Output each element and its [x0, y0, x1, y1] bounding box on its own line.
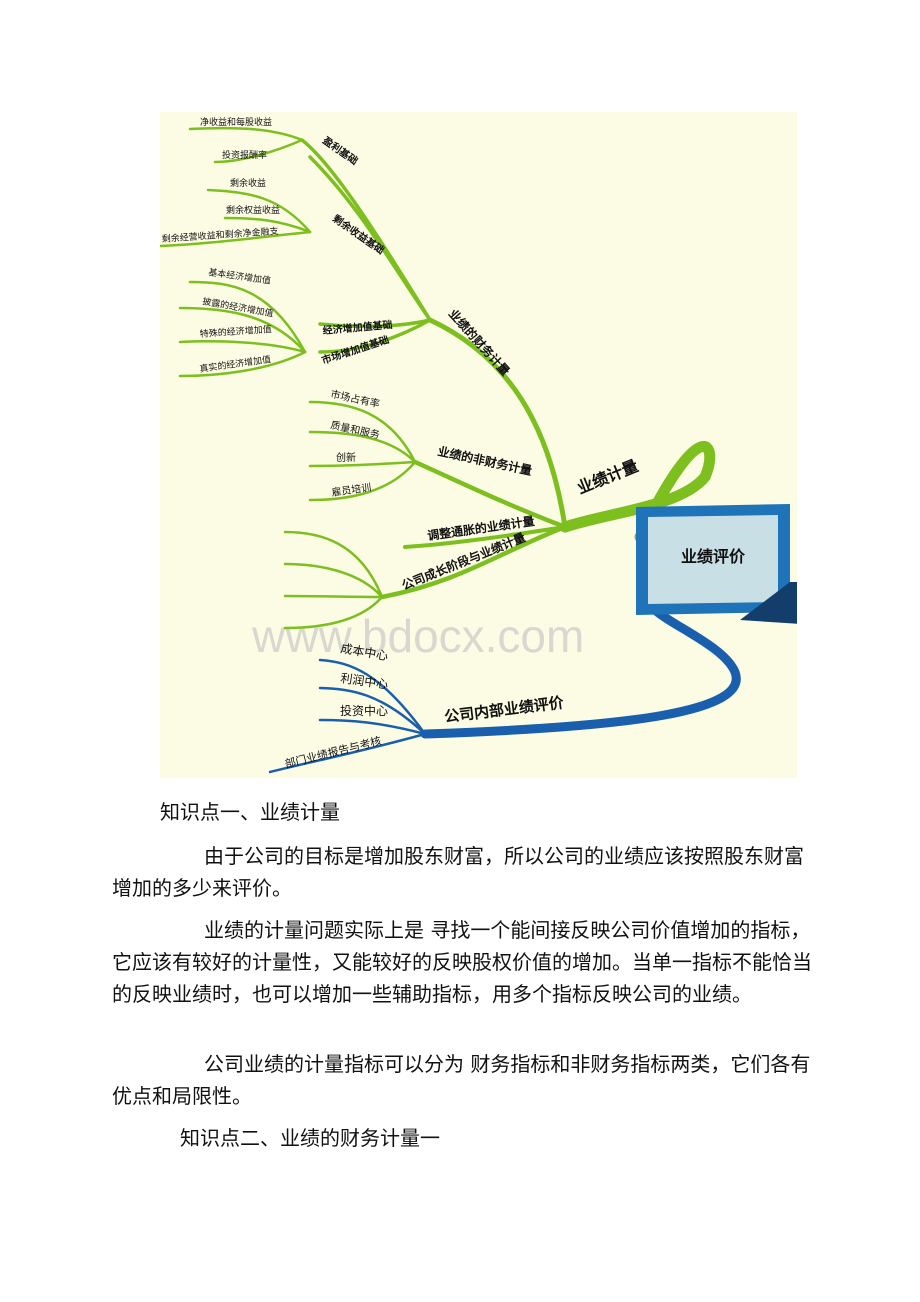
blue-branch-lines	[268, 587, 741, 774]
leaf-internal-1: 利润中心	[340, 670, 390, 692]
mva-edge	[318, 318, 432, 354]
paragraph-1: 由于公司的目标是增加股东财富，所以公司的业绩应该按照股东财富增加的多少来评价。	[112, 844, 804, 900]
leaf-residual-0: 剩余收益	[230, 177, 266, 189]
heading-knowledge-point-2: 知识点二、业绩的财务计量一	[180, 1126, 440, 1150]
watermark-text: www.bdocx.com	[251, 610, 584, 662]
mindmap-background	[160, 112, 797, 778]
leaf-profit-1: 投资报酬率	[222, 149, 267, 161]
mindmap-figure: www.bdocx.com	[160, 112, 797, 778]
stage-edge	[379, 524, 568, 600]
internal-trunk	[420, 587, 741, 739]
screen-face	[648, 515, 778, 604]
green-branch-lines	[160, 126, 716, 630]
screen-stand	[740, 582, 797, 624]
mindmap-svg: www.bdocx.com	[160, 112, 797, 778]
paragraph-2: 业绩的计量问题实际上是 寻找一个能间接反映公司价值增加的指标，它应该有较好的计量…	[112, 918, 812, 1006]
measure-trunk	[559, 441, 716, 543]
inflation-edge	[403, 525, 567, 549]
leaf-nonfin-2: 创新	[336, 451, 356, 464]
center-screen: 业绩评价	[636, 504, 797, 624]
heading-knowledge-point-1: 知识点一、业绩计量	[160, 800, 340, 824]
eva-edge	[318, 318, 432, 329]
financial-edge	[427, 317, 568, 530]
center-label: 业绩评价	[681, 547, 746, 566]
profit-edge	[300, 138, 432, 322]
nonfinancial-edge	[412, 459, 568, 530]
leaf-internal-2: 投资中心	[340, 703, 388, 718]
leaf-residual-1: 剩余权益收益	[226, 204, 280, 216]
leaf-profit-0: 净收益和每股收益	[200, 116, 272, 128]
paragraph-3: 公司业绩的计量指标可以分为 财务指标和非财务指标两类，它们各有优点和局限性。	[112, 1052, 811, 1108]
